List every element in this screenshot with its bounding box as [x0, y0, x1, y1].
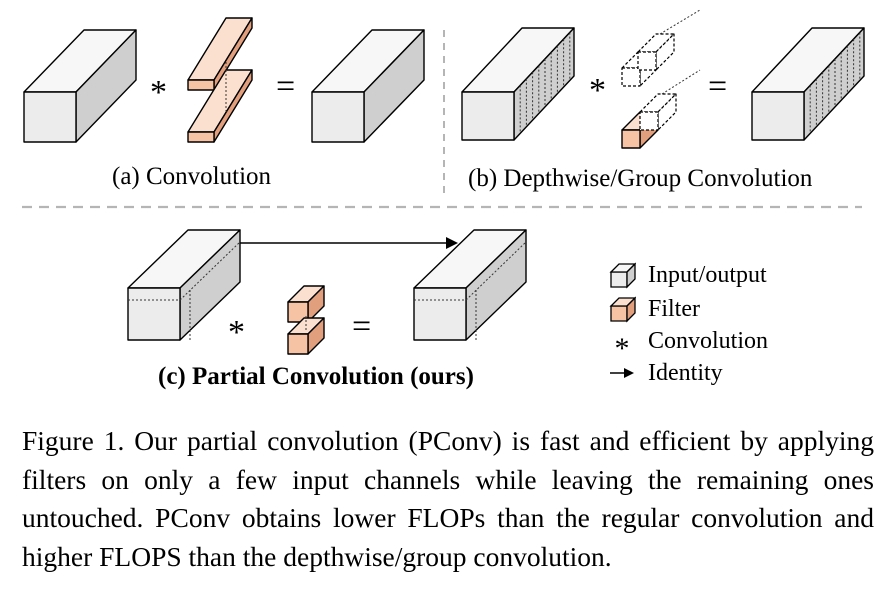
equals-operator-b: =: [708, 68, 728, 105]
panel-c-label: (c) Partial Convolution (ours): [158, 363, 474, 390]
panel-b-input-block-front: [461, 91, 515, 141]
panel-a-input-block-front: [23, 91, 77, 143]
panel-b-filter-empty-low-side: [657, 93, 677, 131]
panel-b-filter-empty-mid-front: [637, 51, 657, 71]
panel-c-filter-bottom-front: [287, 333, 309, 355]
conv-operator-b: *: [589, 72, 606, 109]
figure-caption: Figure 1. Our partial convolution (PConv…: [22, 425, 874, 572]
input-output-cube-icon: [608, 261, 636, 289]
panel-a-filter-top-front: [187, 79, 215, 91]
panel-c-input-block-front: [127, 287, 181, 341]
legend-filter-label: Filter: [648, 295, 700, 322]
arrow-right-icon: [608, 359, 636, 387]
panel-c-output-block-front: [413, 287, 467, 341]
pconv-diagram: [22, 9, 865, 355]
panel-b-filter-dots-top: [659, 9, 701, 35]
panel-b-filter-empty-top-front: [621, 67, 641, 87]
panel-b-label: (b) Depthwise/Group Convolution: [468, 165, 813, 192]
legend-input-output-label: Input/output: [648, 261, 767, 288]
legend-convolution: * Convolution: [608, 326, 769, 365]
asterisk-icon: *: [614, 332, 630, 365]
panel-a-filter-bottom-front: [187, 131, 215, 143]
legend-filter: Filter: [608, 294, 700, 324]
legend-input-output: Input/output: [608, 260, 767, 290]
legend-identity: Identity: [608, 358, 723, 388]
conv-operator-a: *: [150, 74, 167, 111]
panel-b-filter-dots-bottom: [661, 69, 701, 95]
panel-b-filter-empty-low-front: [639, 111, 659, 131]
conv-operator-c: *: [228, 314, 245, 351]
figure-1: (a) Convolution (b) Depthwise/Group Conv…: [22, 9, 865, 390]
equals-operator-c: =: [352, 308, 372, 345]
panel-b-filter-empty-mid-side: [655, 33, 675, 71]
panel-b-filter-empty-low-top: [639, 93, 677, 113]
panel-b-output-block-front: [751, 91, 805, 141]
equals-operator-a: =: [276, 68, 296, 105]
legend-convolution-label: Convolution: [648, 327, 769, 354]
panel-a-output-block-front: [311, 91, 365, 143]
legend-identity-label: Identity: [648, 359, 723, 386]
panel-b-filter-active-front: [621, 129, 641, 149]
panel-a-label: (a) Convolution: [112, 163, 272, 190]
filter-cube-icon: [608, 295, 636, 323]
panel-b-filter-empty-mid-top: [637, 33, 675, 53]
identity-arrow-head: [446, 237, 458, 249]
